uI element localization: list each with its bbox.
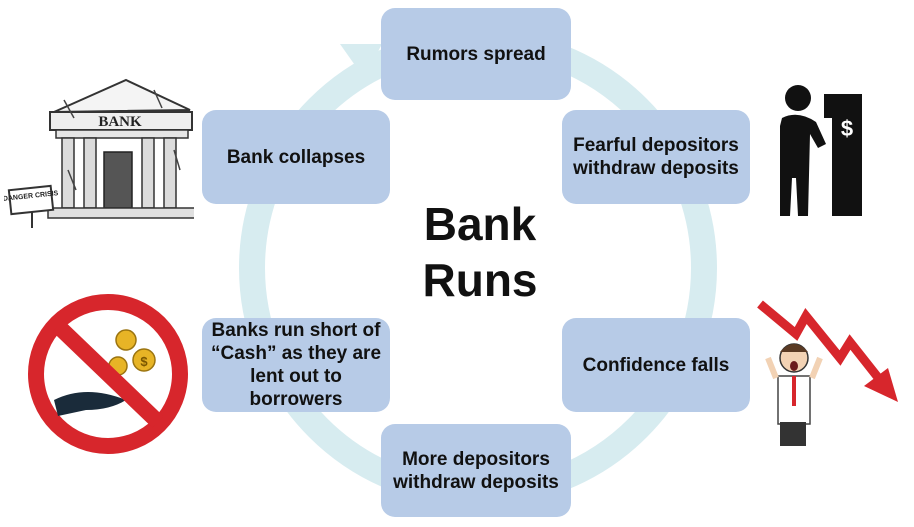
no-money-icon: $ [28, 294, 188, 454]
step-banks-run-short: Banks run short of “Cash” as they are le… [202, 318, 390, 412]
bank-building-icon: BANK DANGER CRISIS [4, 78, 194, 228]
atm-withdrawal-icon: $ [780, 85, 862, 216]
center-title: Bank Runs [380, 196, 580, 308]
coin-dollar-sign: $ [140, 354, 148, 369]
step-rumors-spread: Rumors spread [381, 8, 571, 100]
bank-facade-text: BANK [98, 114, 142, 130]
step-fearful-depositors: Fearful depositors withdraw deposits [562, 110, 750, 204]
atm-dollar-sign: $ [841, 116, 853, 141]
center-title-line2: Runs [422, 254, 538, 306]
falling-arrow-shocked-man-icon [757, 300, 898, 446]
step-confidence-falls: Confidence falls [562, 318, 750, 412]
step-more-depositors: More depositors withdraw deposits [381, 424, 571, 517]
step-bank-collapses: Bank collapses [202, 110, 390, 204]
center-title-line1: Bank [423, 198, 537, 250]
